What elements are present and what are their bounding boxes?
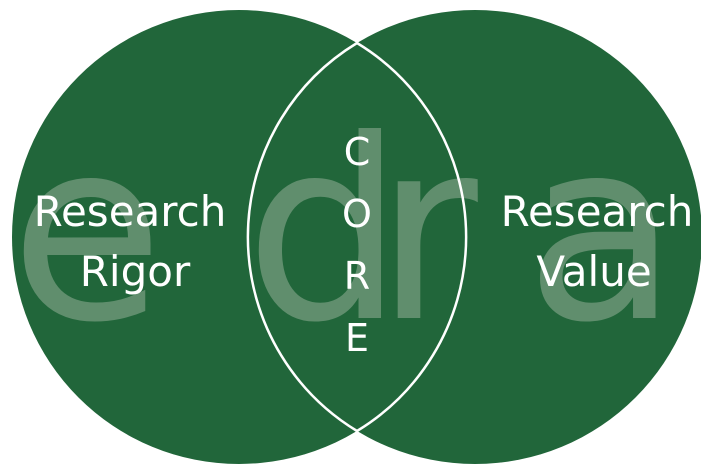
watermark-letter-e: e bbox=[10, 86, 164, 377]
right-circle-research-value bbox=[248, 10, 701, 464]
core-letter-c: C bbox=[344, 130, 371, 174]
core-letter-r: R bbox=[344, 254, 370, 298]
core-letter-e: E bbox=[345, 316, 369, 360]
right-label-line2: Value bbox=[536, 247, 651, 296]
watermark-letter-r: r bbox=[375, 86, 478, 377]
intersection-outline bbox=[246, 41, 468, 433]
core-letter-o: O bbox=[342, 192, 372, 236]
left-label-line2: Rigor bbox=[80, 247, 191, 296]
watermark-letter-a: a bbox=[525, 86, 678, 377]
edra-logo-watermark: e d r a bbox=[10, 86, 678, 377]
right-label-line1: Research bbox=[501, 187, 694, 236]
left-label-line1: Research bbox=[34, 187, 227, 236]
core-label: C O R E bbox=[342, 130, 372, 360]
